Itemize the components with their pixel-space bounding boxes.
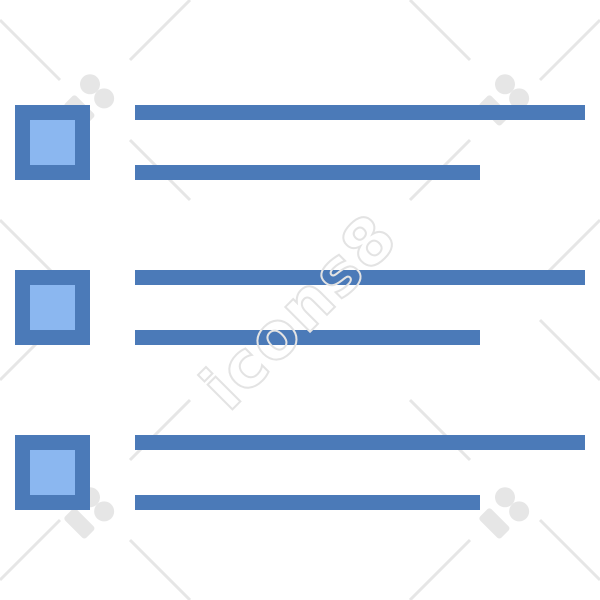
checkbox-icon — [15, 270, 90, 345]
list-item — [0, 105, 600, 180]
text-line-short — [135, 165, 480, 180]
checkbox-icon — [15, 105, 90, 180]
text-line-short — [135, 495, 480, 510]
list-item — [0, 270, 600, 345]
text-line-short — [135, 330, 480, 345]
list-item — [0, 435, 600, 510]
text-line-long — [135, 435, 585, 450]
checkbox-icon — [15, 435, 90, 510]
text-line-long — [135, 105, 585, 120]
text-line-long — [135, 270, 585, 285]
